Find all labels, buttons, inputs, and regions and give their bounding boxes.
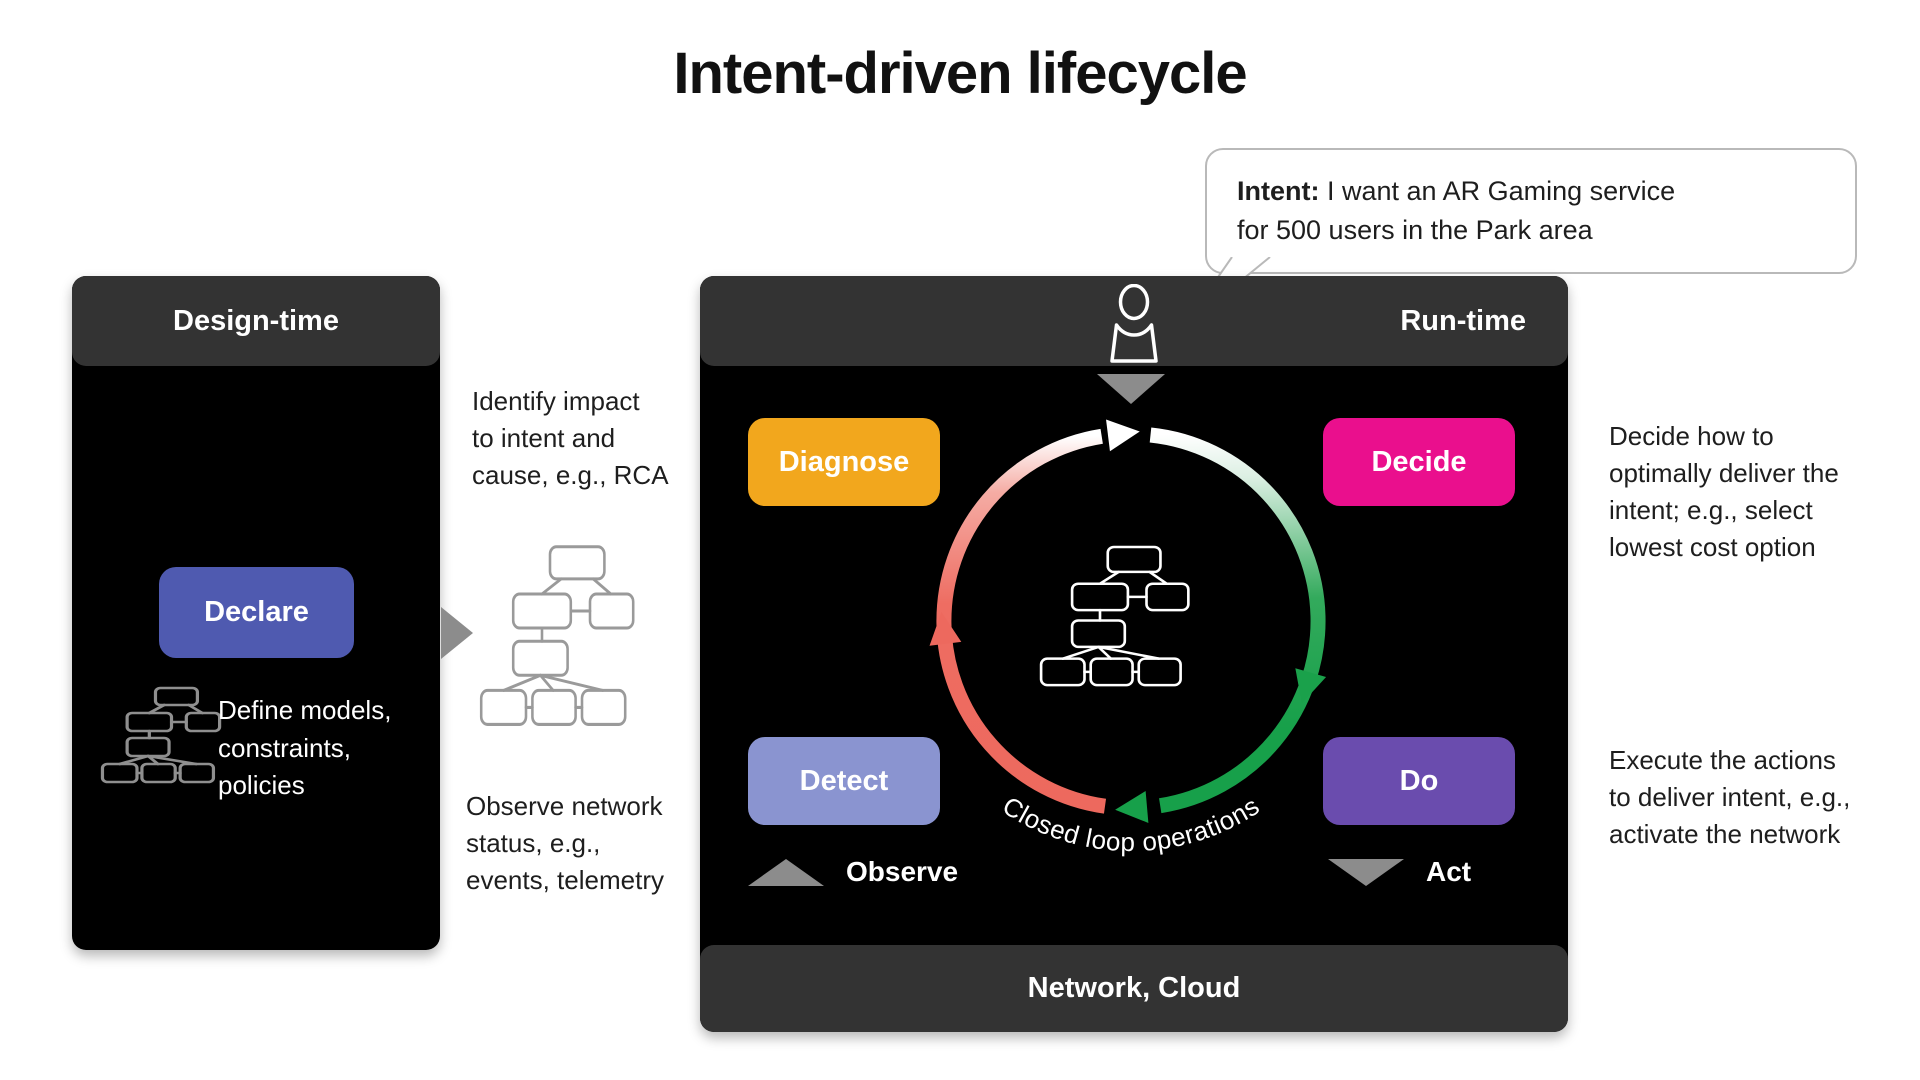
loop-arrow-left bbox=[929, 612, 962, 646]
note-line: Define models, bbox=[218, 695, 392, 725]
observe-triangle-icon bbox=[748, 858, 824, 886]
run-time-label: Run-time bbox=[1400, 304, 1526, 337]
run-time-header: Run-time bbox=[700, 276, 1568, 366]
network-cloud-footer: Network, Cloud bbox=[700, 945, 1568, 1032]
user-person-icon bbox=[1110, 284, 1158, 363]
decide-how-note: Decide how to optimally deliver the inte… bbox=[1609, 418, 1839, 566]
run-time-panel: Run-time bbox=[700, 276, 1568, 1032]
note-line: status, e.g., bbox=[466, 827, 601, 858]
note-line: policies bbox=[218, 770, 305, 801]
design-to-model-arrow-icon bbox=[441, 607, 473, 659]
loop-arrow-bottom bbox=[1115, 791, 1149, 823]
observe-network-note: Observe network status, e.g., events, te… bbox=[466, 788, 664, 899]
design-note: Define models, constraints, policies bbox=[218, 692, 391, 805]
note-line: Identify impact bbox=[472, 386, 640, 416]
note-line: to intent and bbox=[472, 422, 616, 453]
intent-input-arrow-icon bbox=[1097, 374, 1165, 404]
diagnose-button: Diagnose bbox=[748, 418, 940, 506]
note-line: constraints, bbox=[218, 732, 351, 763]
note-line: activate the network bbox=[1609, 818, 1841, 849]
declare-button: Declare bbox=[159, 567, 354, 658]
intent-label: Intent: bbox=[1237, 176, 1320, 206]
note-line: events, telemetry bbox=[466, 864, 664, 895]
act-marker: Act bbox=[1328, 856, 1471, 888]
intent-text-line2: for 500 users in the Park area bbox=[1237, 215, 1593, 246]
page-title: Intent-driven lifecycle bbox=[673, 41, 1247, 106]
loop-arc-green bbox=[1149, 427, 1326, 814]
network-model-tree-icon bbox=[479, 545, 635, 726]
note-line: lowest cost option bbox=[1609, 531, 1816, 562]
loop-arrow-right bbox=[1295, 668, 1327, 704]
observe-marker: Observe bbox=[748, 856, 958, 888]
note-line: to deliver intent, e.g., bbox=[1609, 781, 1851, 812]
design-time-header: Design-time bbox=[72, 276, 440, 366]
detect-button: Detect bbox=[748, 737, 940, 825]
do-button: Do bbox=[1323, 737, 1515, 825]
intent-speech-bubble: Intent: I want an AR Gaming service for … bbox=[1205, 148, 1857, 275]
execute-actions-note: Execute the actions to deliver intent, e… bbox=[1609, 742, 1850, 853]
loop-arrow-top bbox=[1106, 419, 1140, 452]
identify-impact-note: Identify impact to intent and cause, e.g… bbox=[472, 383, 669, 494]
note-line: intent; e.g., select bbox=[1609, 494, 1813, 525]
design-time-panel: Design-time Declare Define models, const… bbox=[72, 276, 440, 950]
act-label: Act bbox=[1426, 856, 1472, 887]
observe-label: Observe bbox=[846, 856, 959, 887]
note-line: Execute the actions bbox=[1609, 745, 1836, 775]
intent-text-line1: I want an AR Gaming service bbox=[1327, 176, 1676, 206]
act-triangle-icon bbox=[1328, 858, 1404, 886]
note-line: cause, e.g., RCA bbox=[472, 459, 669, 490]
closed-loop-graphic: Closed loop operations bbox=[929, 419, 1327, 857]
runtime-model-tree-icon bbox=[1039, 545, 1190, 687]
note-line: Observe network bbox=[466, 791, 663, 821]
note-line: Decide how to bbox=[1609, 421, 1774, 451]
note-line: optimally deliver the bbox=[1609, 457, 1839, 488]
decide-button: Decide bbox=[1323, 418, 1515, 506]
